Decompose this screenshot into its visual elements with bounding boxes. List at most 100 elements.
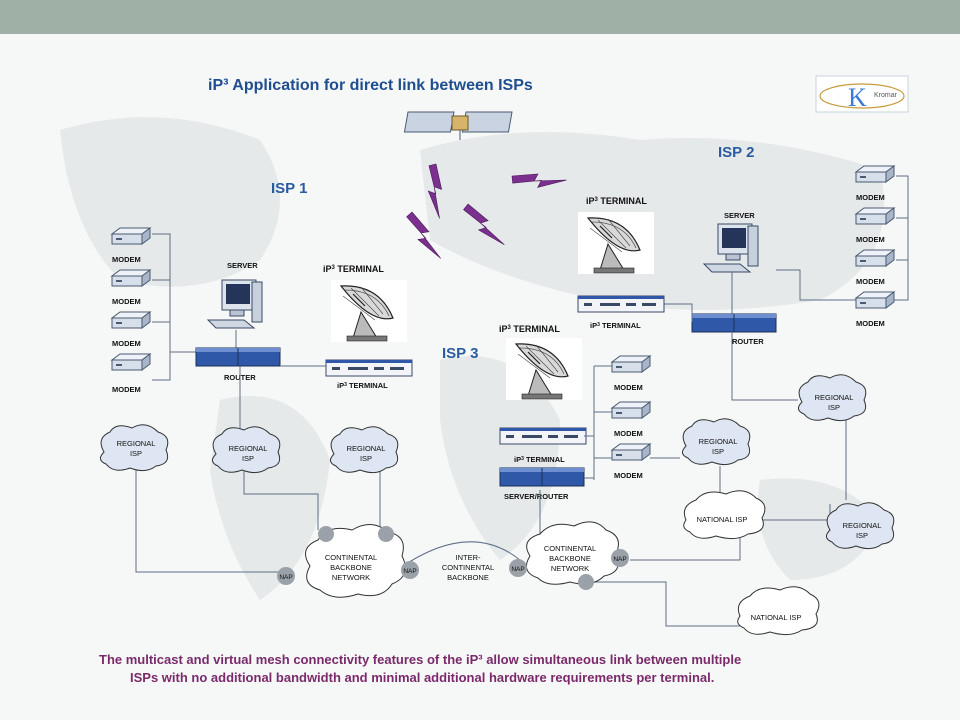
svg-text:ISP: ISP <box>828 403 840 412</box>
modem-label: MODEM <box>614 383 643 392</box>
router-label: ROUTER <box>732 337 764 346</box>
svg-text:BACKBONE: BACKBONE <box>549 554 591 563</box>
ip3-terminal-icon <box>325 359 413 377</box>
svg-text:BACKBONE: BACKBONE <box>330 563 372 572</box>
svg-text:ISP: ISP <box>130 449 142 458</box>
svg-text:NETWORK: NETWORK <box>332 573 370 582</box>
nap-node: NAP <box>509 559 527 577</box>
ip3-terminal-icon <box>499 427 587 445</box>
svg-text:REGIONAL: REGIONAL <box>815 393 854 402</box>
svg-text:ISP: ISP <box>856 531 868 540</box>
server-label: SERVER <box>227 261 258 270</box>
modem-label: MODEM <box>856 235 885 244</box>
nap-node-dot <box>318 526 334 542</box>
modem-icon <box>855 291 895 309</box>
nap-node-dot <box>378 526 394 542</box>
caption-line-2: ISPs with no additional bandwidth and mi… <box>130 670 714 685</box>
nap-node: NAP <box>401 561 419 579</box>
svg-text:NETWORK: NETWORK <box>551 564 589 573</box>
cloud-regional-isp: REGIONAL ISP <box>826 502 895 550</box>
modem-label: MODEM <box>614 429 643 438</box>
isp-3-label: ISP 3 <box>442 345 478 362</box>
modem-icon <box>855 249 895 267</box>
terminal-box-label: iP3 TERMINAL <box>514 455 565 464</box>
modem-label: MODEM <box>856 193 885 202</box>
top-bar <box>0 0 960 34</box>
modem-icon <box>855 165 895 183</box>
logo-mark: K <box>848 83 867 112</box>
isp-2-group: MODEM MODEM MODEM MODEM SERVER ROUTER iP… <box>577 165 909 401</box>
svg-text:CONTINENTAL: CONTINENTAL <box>325 553 377 562</box>
server-router-label: SERVER/ROUTER <box>504 492 569 501</box>
modem-label: MODEM <box>112 297 141 306</box>
dish-antenna-icon <box>577 211 655 275</box>
modem-icon <box>611 355 651 373</box>
dish-antenna-icon <box>330 279 408 343</box>
logo-text: Kromar <box>874 92 898 99</box>
satellite-icon <box>403 111 513 140</box>
router-icon <box>499 467 585 487</box>
cloud-regional-isp: REGIONAL ISP <box>330 426 399 474</box>
terminal-box-label: iP3 TERMINAL <box>337 381 388 390</box>
router-icon <box>691 313 777 333</box>
svg-text:NATIONAL ISP: NATIONAL ISP <box>751 613 802 622</box>
modem-label: MODEM <box>112 255 141 264</box>
modem-icon <box>111 227 151 245</box>
isp-2-label: ISP 2 <box>718 144 754 161</box>
modem-label: MODEM <box>856 277 885 286</box>
ip3-terminal-icon <box>577 295 665 313</box>
nap-node: NAP <box>611 549 629 567</box>
svg-text:NATIONAL ISP: NATIONAL ISP <box>697 515 748 524</box>
modem-label: MODEM <box>112 339 141 348</box>
svg-text:CONTINENTAL: CONTINENTAL <box>544 544 596 553</box>
svg-text:REGIONAL: REGIONAL <box>117 439 156 448</box>
isp-3-group: iP3 TERMINAL iP3 TERMINAL SERVER/ROUTER … <box>499 324 680 548</box>
svg-text:ISP: ISP <box>360 454 372 463</box>
modem-label: MODEM <box>614 471 643 480</box>
svg-text:NAP: NAP <box>613 556 626 563</box>
cloud-regional-isp: REGIONAL ISP <box>798 374 867 422</box>
svg-text:CONTINENTAL: CONTINENTAL <box>442 563 494 572</box>
server-computer-icon <box>207 279 263 329</box>
page-title: iP³ Application for direct link between … <box>208 77 533 94</box>
svg-text:NAP: NAP <box>511 566 524 573</box>
terminal-label: iP3 TERMINAL <box>323 264 384 274</box>
cloud-regional-isp: REGIONAL ISP <box>682 418 751 466</box>
modem-icon <box>111 311 151 329</box>
svg-text:ISP: ISP <box>242 454 254 463</box>
router-icon <box>195 347 281 367</box>
terminal-box-label: iP3 TERMINAL <box>590 321 641 330</box>
svg-text:ISP: ISP <box>712 447 724 456</box>
server-label: SERVER <box>724 211 755 220</box>
cloud-regional-isp: REGIONAL ISP <box>212 426 281 474</box>
svg-text:REGIONAL: REGIONAL <box>229 444 268 453</box>
caption-line-1: The multicast and virtual mesh connectiv… <box>99 652 741 667</box>
nap-node: NAP <box>277 567 295 585</box>
isp-1-label: ISP 1 <box>271 180 307 197</box>
modem-icon <box>611 401 651 419</box>
cloud-regional-isp: REGIONAL ISP <box>100 424 169 472</box>
network-diagram: iP³ Application for direct link between … <box>60 75 909 685</box>
modem-icon <box>855 207 895 225</box>
svg-text:BACKBONE: BACKBONE <box>447 573 489 582</box>
terminal-label: iP3 TERMINAL <box>586 196 647 206</box>
cloud-national-isp: NATIONAL ISP <box>683 490 766 540</box>
isp-1-group: MODEM MODEM MODEM MODEM SERVER ROUTER iP… <box>111 227 413 430</box>
inter-continental-backbone-label: INTER- CONTINENTAL BACKBONE <box>442 553 494 582</box>
svg-text:REGIONAL: REGIONAL <box>699 437 738 446</box>
modem-icon <box>111 353 151 371</box>
modem-label: MODEM <box>112 385 141 394</box>
slide: iP³ Application for direct link between … <box>0 34 960 720</box>
kromar-logo: K Kromar <box>815 75 909 113</box>
terminal-label: iP3 TERMINAL <box>499 324 560 334</box>
svg-text:NAP: NAP <box>403 568 416 575</box>
cloud-national-isp: NATIONAL ISP <box>737 586 820 636</box>
svg-text:INTER-: INTER- <box>456 553 482 562</box>
svg-text:NAP: NAP <box>279 574 292 581</box>
svg-text:REGIONAL: REGIONAL <box>843 521 882 530</box>
modem-icon <box>611 443 651 461</box>
modem-icon <box>111 269 151 287</box>
dish-antenna-icon <box>505 337 583 401</box>
modem-label: MODEM <box>856 319 885 328</box>
svg-text:REGIONAL: REGIONAL <box>347 444 386 453</box>
